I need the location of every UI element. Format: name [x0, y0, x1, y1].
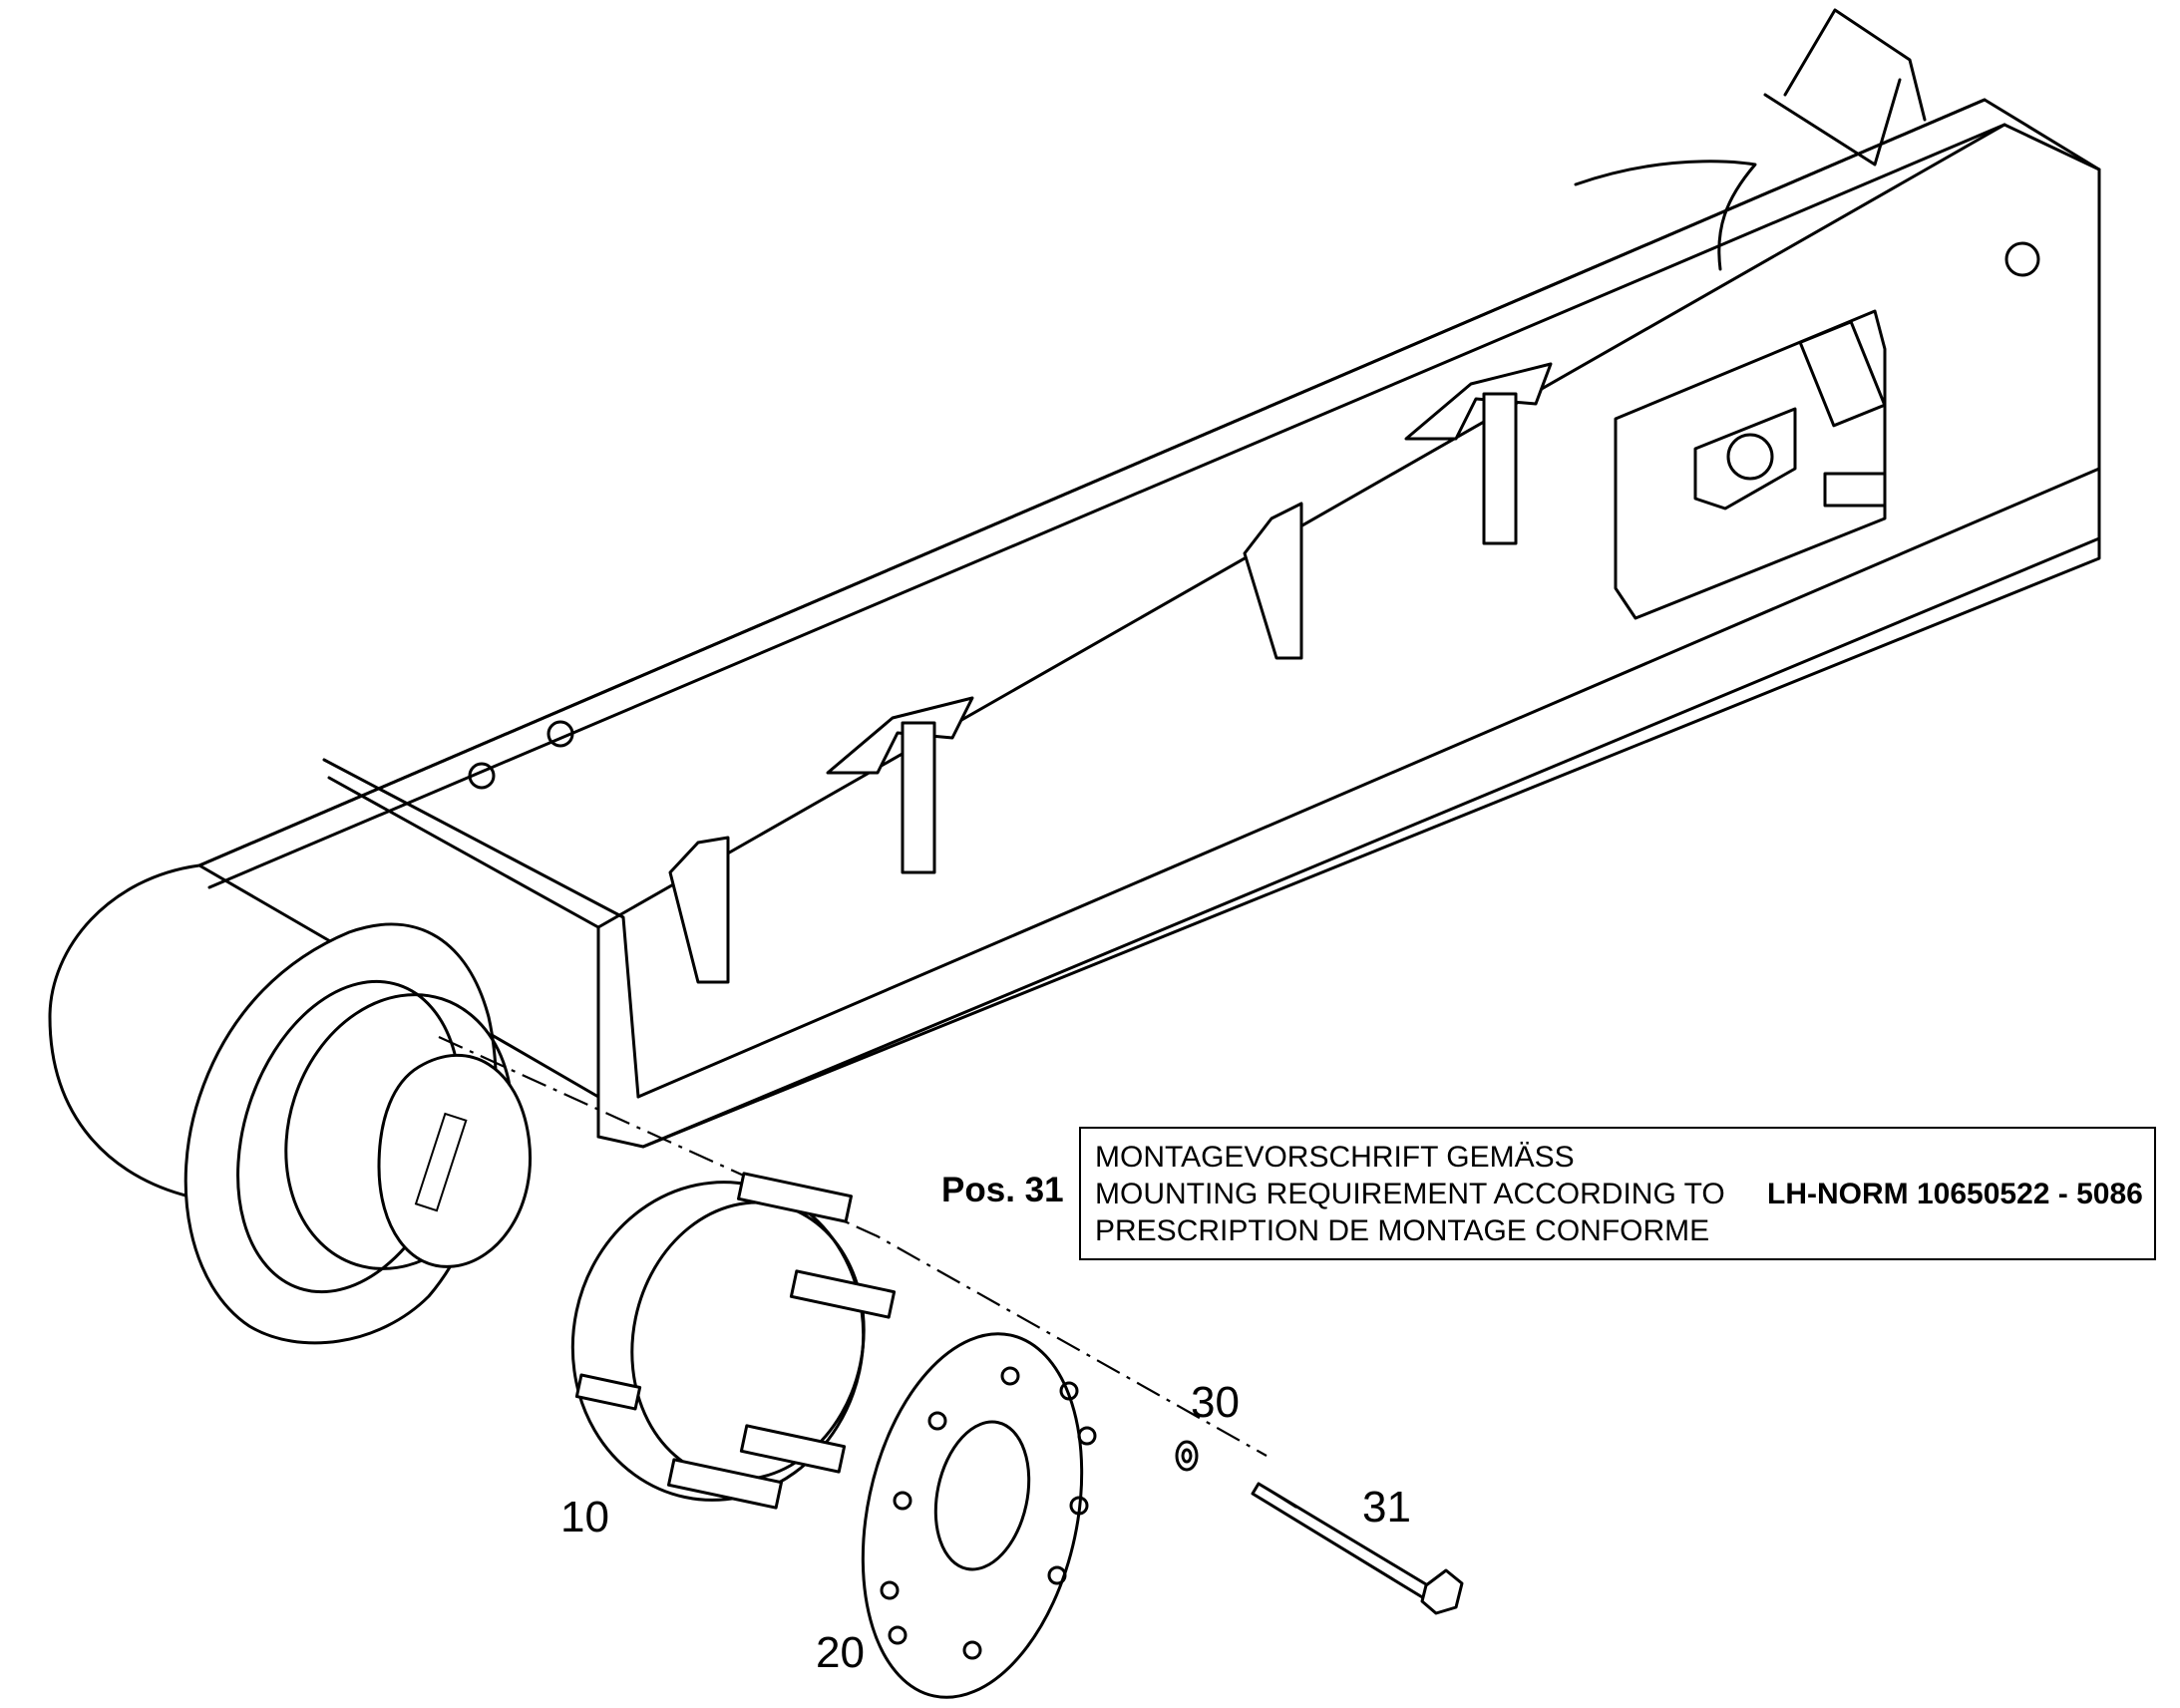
- plate: [861, 1332, 1097, 1699]
- callout-bolt: 31: [1362, 1483, 1411, 1532]
- position-label: Pos. 31: [941, 1171, 1064, 1209]
- callout-ring: 10: [560, 1493, 609, 1541]
- note-line-en: MOUNTING REQUIREMENT ACCORDING TO: [1095, 1178, 1725, 1210]
- track-frame: [197, 8, 2101, 1149]
- callout-washer: 30: [1191, 1378, 1240, 1427]
- mounting-note-box: MONTAGEVORSCHRIFT GEMÄSS MOUNTING REQUIR…: [1079, 1127, 2156, 1260]
- travel-drive-sprocket: [183, 922, 532, 1345]
- assembly-axis: [438, 1035, 1268, 1457]
- standard-reference: LH-NORM 10650522 - 5086: [1767, 1178, 2143, 1210]
- front-end: [48, 863, 201, 1198]
- clamping-ring: [570, 1172, 897, 1510]
- callout-plate: 20: [816, 1628, 865, 1677]
- washer: [1175, 1440, 1199, 1472]
- frame-brackets: [468, 362, 1553, 984]
- bolt: [1251, 1482, 1464, 1615]
- note-line-de: MONTAGEVORSCHRIFT GEMÄSS: [1095, 1141, 1575, 1174]
- note-line-fr: PRESCRIPTION DE MONTAGE CONFORME: [1095, 1214, 1710, 1247]
